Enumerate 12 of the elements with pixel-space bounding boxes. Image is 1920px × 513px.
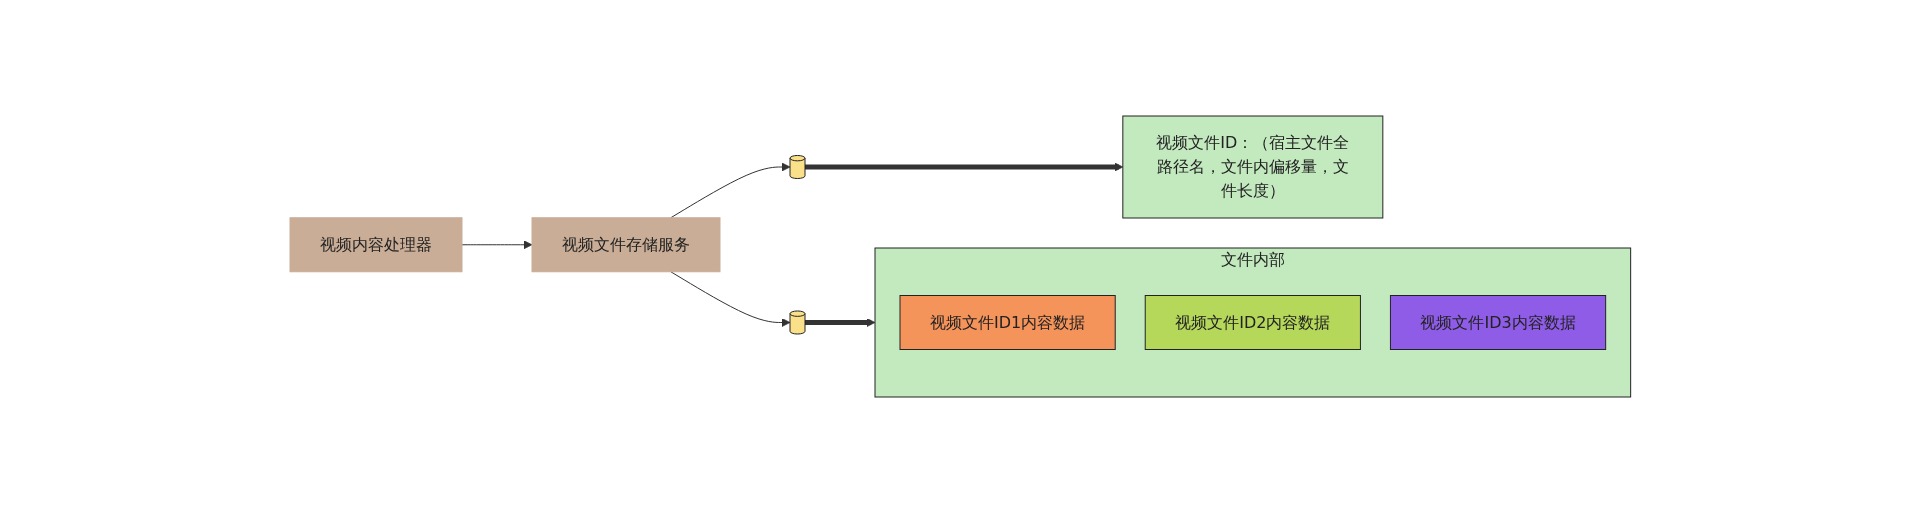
node-box: 视频文件ID3内容数据 [1389, 295, 1606, 350]
node-box: 视频文件ID1内容数据 [899, 295, 1116, 350]
node-box: 视频文件ID2内容数据 [1144, 295, 1361, 350]
node-cylinder [789, 155, 806, 179]
arrow [461, 240, 533, 250]
arrow [669, 271, 791, 327]
node-box: 视频内容处理器 [289, 217, 463, 273]
arrow [804, 318, 876, 327]
node-box: 视频文件ID：（宿主文件全路径名，文件内偏移量，文件长度） [1122, 115, 1383, 219]
node-cylinder [789, 310, 806, 335]
arrow [804, 162, 1123, 172]
node-box: 视频文件存储服务 [531, 217, 721, 273]
